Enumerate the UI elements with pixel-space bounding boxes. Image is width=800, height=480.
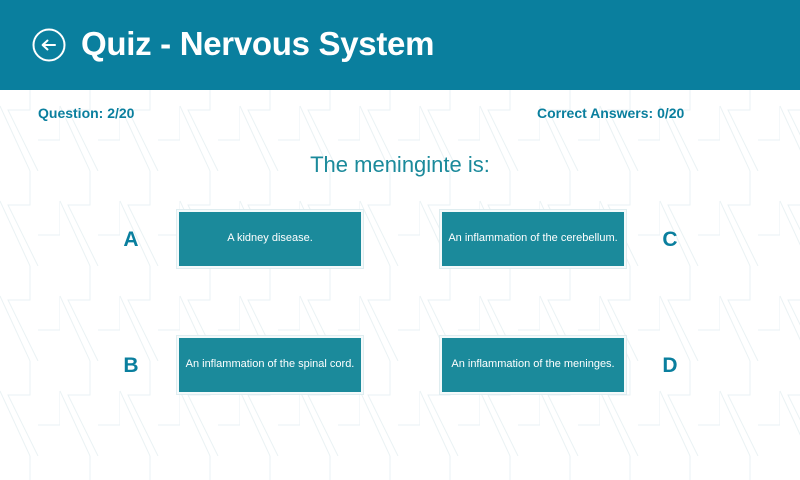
answer-option-c[interactable]: An inflammation of the cerebellum. C bbox=[440, 208, 683, 270]
answer-option-b[interactable]: B An inflammation of the spinal cord. bbox=[118, 334, 363, 396]
answer-text-d: An inflammation of the meninges. bbox=[451, 358, 615, 371]
answer-text-a: A kidney disease. bbox=[227, 232, 313, 245]
answer-letter-a: A bbox=[123, 227, 139, 251]
app-header: Quiz - Nervous System bbox=[0, 0, 800, 90]
answer-letter-b: B bbox=[123, 353, 139, 377]
answer-letter-c: C bbox=[662, 227, 678, 251]
answer-text-b: An inflammation of the spinal cord. bbox=[185, 358, 355, 371]
back-arrow-circle-icon[interactable] bbox=[30, 26, 68, 64]
answer-option-d[interactable]: An inflammation of the meninges. D bbox=[440, 334, 683, 396]
answer-row-top: A A kidney disease. An inflammation of t… bbox=[0, 208, 800, 270]
answer-options: A A kidney disease. An inflammation of t… bbox=[0, 90, 800, 480]
answer-box-b[interactable]: An inflammation of the spinal cord. bbox=[177, 336, 363, 394]
answer-box-a[interactable]: A kidney disease. bbox=[177, 210, 363, 268]
page-title: Quiz - Nervous System bbox=[81, 25, 435, 62]
answer-text-c: An inflammation of the cerebellum. bbox=[448, 232, 618, 245]
answer-option-a[interactable]: A A kidney disease. bbox=[118, 208, 363, 270]
answer-letter-d: D bbox=[662, 353, 678, 377]
answer-box-d[interactable]: An inflammation of the meninges. bbox=[440, 336, 626, 394]
answer-box-c[interactable]: An inflammation of the cerebellum. bbox=[440, 210, 626, 268]
answer-row-bottom: B An inflammation of the spinal cord. An… bbox=[0, 334, 800, 396]
